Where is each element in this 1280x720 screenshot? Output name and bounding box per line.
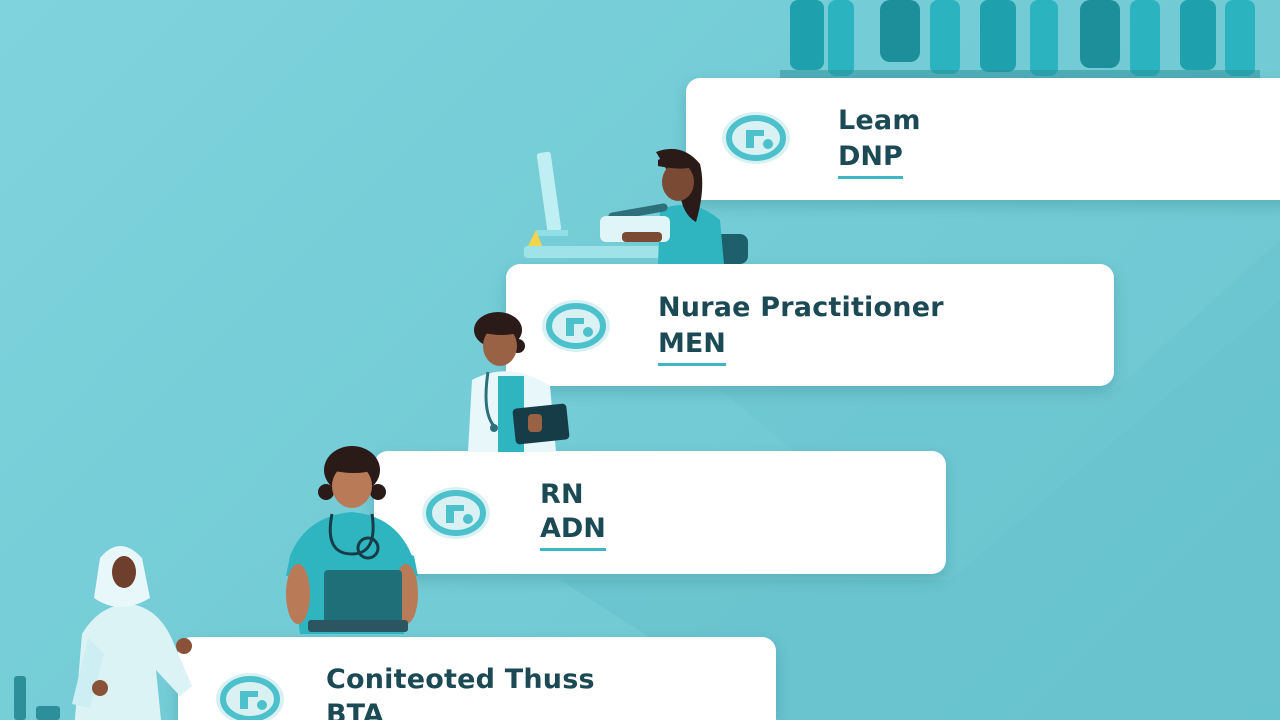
- graduation-badge-icon: [722, 112, 790, 164]
- step-card-4[interactable]: Coniteoted Thuss BTA: [178, 637, 776, 720]
- step-card-3[interactable]: RN ADN: [374, 451, 946, 574]
- step-card-1[interactable]: Leam DNP: [686, 78, 1280, 200]
- desk-edge: [14, 676, 60, 720]
- graduation-badge-icon: [216, 673, 284, 720]
- step-subtitle: MEN: [658, 328, 726, 366]
- step-title: Coniteoted Thuss: [326, 664, 595, 695]
- nurse-with-laptop-figure: [286, 446, 418, 634]
- step-card-2[interactable]: Nurae Practitioner MEN: [506, 264, 1114, 386]
- nurse-in-hood-figure: [72, 546, 192, 720]
- step-title: RN: [540, 479, 584, 510]
- step-subtitle: DNP: [838, 141, 903, 179]
- step-subtitle: BTA: [326, 699, 384, 720]
- nurse-at-computer-figure: [524, 148, 748, 264]
- group-figures-top: [780, 0, 1260, 78]
- graduation-badge-icon: [542, 300, 610, 352]
- step-title: Leam: [838, 105, 921, 136]
- step-title: Nurae Practitioner: [658, 292, 944, 323]
- step-subtitle: ADN: [540, 513, 606, 551]
- graduation-badge-icon: [422, 487, 490, 539]
- nurse-with-tablet-figure: [468, 312, 570, 452]
